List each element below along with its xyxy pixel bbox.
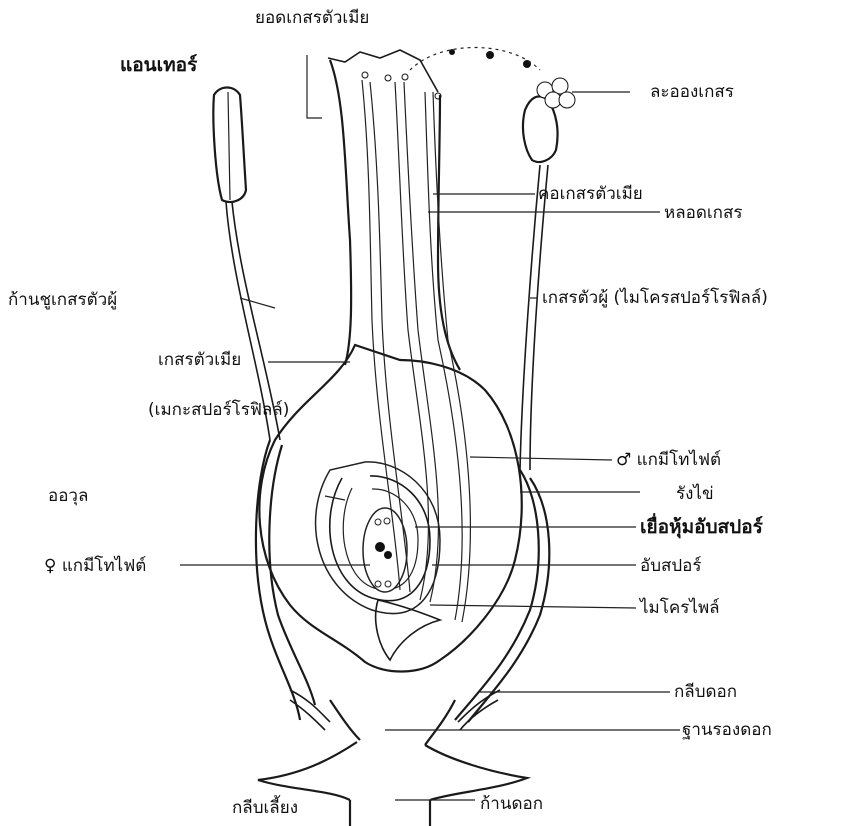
label-megasporophyll: (เมกะสปอร์โรฟิลล์) bbox=[148, 400, 289, 420]
stigma-top bbox=[328, 50, 438, 92]
label-micropyle: ไมโครไพล์ bbox=[640, 598, 720, 618]
label-stigma: ยอดเกสรตัวเมีย bbox=[255, 8, 369, 28]
label-pollen-tube: หลอดเกสร bbox=[664, 203, 742, 223]
label-style: คอเกสรตัวเมีย bbox=[538, 184, 643, 204]
embryo-sac bbox=[363, 508, 407, 592]
sepal-right bbox=[425, 745, 527, 800]
sepal-left bbox=[258, 742, 357, 800]
label-stamen: เกสรตัวผู้ (ไมโครสปอร์โรฟิลล์) bbox=[542, 288, 768, 308]
label-ovary: รังไข่ bbox=[676, 484, 714, 504]
pedicel bbox=[350, 800, 430, 826]
label-male-gametophyte: ♂ แกมีโทไฟต์ bbox=[616, 450, 721, 470]
egg-nucleus bbox=[375, 542, 385, 552]
label-pedicel: ก้านดอก bbox=[480, 794, 543, 814]
label-receptacle: ฐานรองดอก bbox=[682, 720, 772, 740]
label-ovule: ออวุล bbox=[48, 486, 88, 506]
style-left bbox=[330, 60, 351, 365]
label-female-gametophyte: ♀ แกมีโทไฟต์ bbox=[44, 556, 146, 576]
receptacle bbox=[330, 700, 455, 745]
pollen-tetrad bbox=[537, 78, 575, 108]
label-sepal: กลีบเลี้ยง bbox=[232, 798, 298, 818]
label-petal: กลีบดอก bbox=[674, 682, 737, 702]
petal-right bbox=[455, 470, 539, 720]
label-filament: ก้านชูเกสรตัวผู้ bbox=[8, 290, 117, 310]
label-pistil: เกสรตัวเมีย bbox=[158, 350, 241, 370]
label-anther: แอนเทอร์ bbox=[120, 55, 197, 75]
style-right bbox=[438, 95, 460, 370]
pollen-flight bbox=[449, 49, 531, 68]
label-sporangium: อับสปอร์ bbox=[640, 556, 702, 576]
polar-nucleus bbox=[384, 551, 392, 559]
leader-lines bbox=[180, 55, 680, 800]
label-pollen-tetrad: ละอองเกสร bbox=[650, 82, 734, 102]
label-integument: เยื่อหุ้มอับสปอร์ bbox=[640, 517, 763, 537]
